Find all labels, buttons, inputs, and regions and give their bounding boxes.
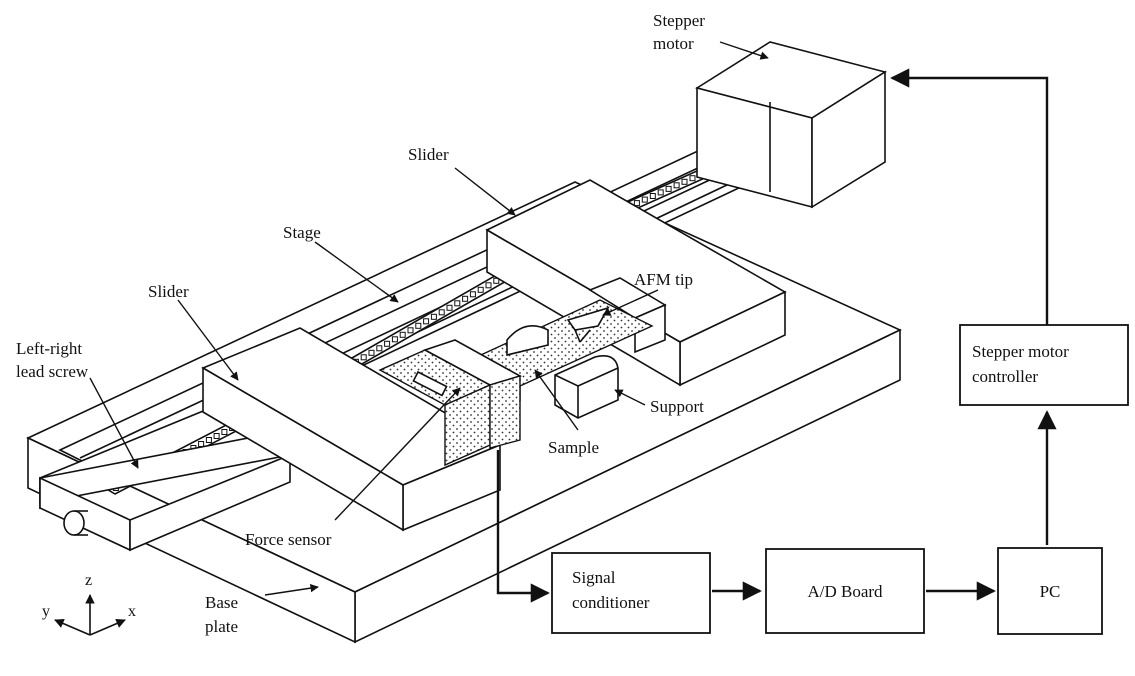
lead-screw-label-1: Left-right xyxy=(16,339,82,358)
screw-thread xyxy=(213,433,220,439)
signal-conditioner-label-2: conditioner xyxy=(572,593,650,612)
stepper-controller-label-1: Stepper motor xyxy=(972,342,1069,361)
screw-thread xyxy=(681,178,688,185)
y-axis xyxy=(54,618,91,636)
screw-thread xyxy=(649,193,656,199)
screw-thread xyxy=(198,441,205,447)
screw-thread xyxy=(384,340,391,347)
screw-thread xyxy=(205,437,212,443)
screw-thread xyxy=(454,300,461,307)
screw-thread xyxy=(673,182,680,189)
screw-thread xyxy=(633,200,640,207)
afm-tip xyxy=(566,306,610,343)
signal-conditioner-block: Signal conditioner xyxy=(551,552,711,634)
ad-board-label: A/D Board xyxy=(807,582,883,601)
base-plate-label-2: plate xyxy=(205,617,238,636)
afm-holder xyxy=(588,277,667,354)
screw-thread xyxy=(446,304,453,311)
sensor-cable xyxy=(496,450,550,603)
screw-thread xyxy=(368,349,375,356)
pc-block: PC xyxy=(997,547,1103,635)
x-axis-label: x xyxy=(128,603,136,620)
stepper-controller-label-2: controller xyxy=(972,367,1038,386)
afm-tip-label: AFM tip xyxy=(634,270,693,289)
screw-thread xyxy=(360,354,367,361)
slider-right-label: Slider xyxy=(408,145,449,164)
screw-thread xyxy=(430,313,437,320)
base-plate-label-1: Base xyxy=(205,593,238,612)
sample-label: Sample xyxy=(548,438,599,457)
z-axis-label: z xyxy=(85,572,92,589)
screw-thread xyxy=(657,189,664,196)
screw-thread xyxy=(415,322,422,329)
coordinate-axes: z y x xyxy=(42,572,136,636)
force-sensor-label: Force sensor xyxy=(245,530,332,549)
screw-thread xyxy=(399,331,406,338)
lead-screw-label-2: lead screw xyxy=(16,362,89,381)
screw-thread xyxy=(462,295,469,302)
end-cap xyxy=(39,429,291,552)
stepper-motor xyxy=(695,41,887,209)
force-sensor xyxy=(378,339,523,467)
slider-left xyxy=(201,327,502,532)
stepper-controller-block: Stepper motor controller xyxy=(959,324,1129,406)
screw-thread xyxy=(485,282,492,289)
signal-conditioner-label-1: Signal xyxy=(572,568,616,587)
screw-thread xyxy=(477,286,484,293)
x-axis xyxy=(89,618,126,636)
stepper-motor-label-2: motor xyxy=(653,34,694,53)
slider-left-label: Slider xyxy=(148,282,189,301)
screw-thread xyxy=(641,196,648,203)
screw-thread xyxy=(438,309,445,316)
screw-thread xyxy=(391,336,398,343)
support-label: Support xyxy=(650,397,704,416)
screw-thread xyxy=(469,291,476,298)
screw-thread xyxy=(423,318,430,325)
screw-thread xyxy=(221,429,228,435)
screw-thread xyxy=(376,345,383,352)
screw-thread xyxy=(689,175,696,182)
y-axis-label: y xyxy=(42,603,50,620)
leader-lines xyxy=(89,41,769,596)
ad-board-block: A/D Board xyxy=(765,548,925,634)
screw-thread xyxy=(407,327,414,334)
stage-label: Stage xyxy=(283,223,321,242)
pc-label: PC xyxy=(1040,582,1061,601)
stepper-motor-label-1: Stepper xyxy=(653,11,705,30)
support xyxy=(506,324,619,419)
signal-flow xyxy=(496,68,1057,603)
screw-thread xyxy=(665,185,672,192)
arrow-to-motor xyxy=(890,68,1049,325)
